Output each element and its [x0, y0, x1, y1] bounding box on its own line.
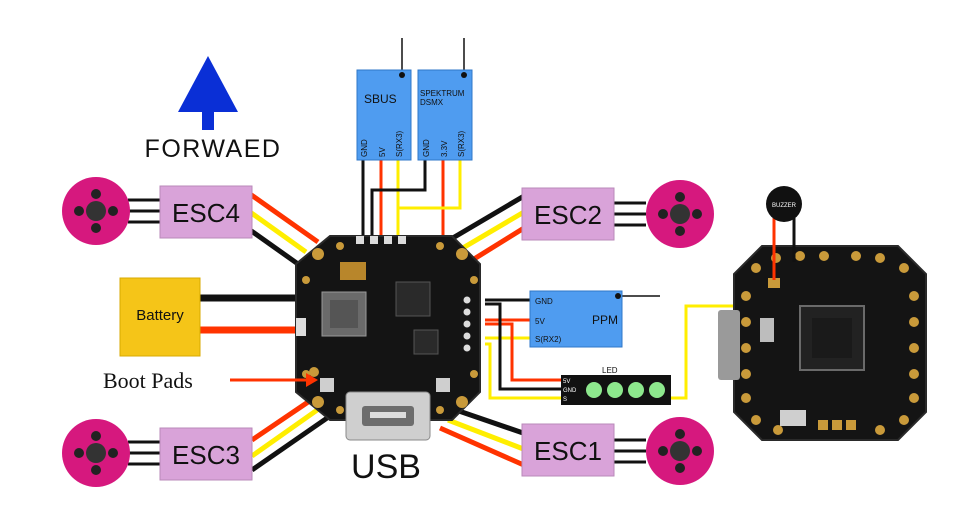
- led-dot: [649, 382, 665, 398]
- esc3: ESC3: [159, 427, 253, 481]
- esc3-label: ESC3: [172, 440, 240, 470]
- spektrum-title-line1: SPEKTRUM: [420, 89, 465, 98]
- ppm-pin-5v: 5V: [535, 317, 545, 326]
- sbus-receiver: SBUS GND 5V S(RX3): [356, 69, 412, 161]
- boot-pads-arrow-icon: [230, 373, 318, 387]
- motor-esc1-icon: [646, 417, 714, 485]
- usb-label: USB: [351, 448, 421, 486]
- flight-controller-board: [295, 235, 481, 441]
- led-label: LED: [602, 366, 618, 375]
- spektrum-pin-gnd: GND: [422, 139, 431, 157]
- motor-wires: [128, 198, 646, 466]
- battery: Battery: [119, 277, 201, 357]
- led-dot: [607, 382, 623, 398]
- ppm-pin-gnd: GND: [535, 297, 553, 306]
- led-dot: [628, 382, 644, 398]
- led-dot: [586, 382, 602, 398]
- forward-label: FORWAED: [145, 135, 282, 163]
- led-pin-gnd: GND: [563, 388, 577, 394]
- spektrum-receiver: SPEKTRUM DSMX GND 3.3V S(RX3): [417, 69, 473, 161]
- flight-controller-back-board: [718, 245, 927, 441]
- motor-esc4-icon: [62, 177, 130, 245]
- forward-arrow-icon: [178, 56, 238, 130]
- esc4: ESC4: [159, 185, 253, 239]
- buzzer-label: BUZZER: [772, 203, 797, 209]
- sbus-pin-signal: S(RX3): [395, 130, 404, 157]
- esc2-label: ESC2: [534, 200, 602, 230]
- battery-label: Battery: [136, 307, 184, 324]
- ppm-pin-signal: S(RX2): [535, 335, 562, 344]
- sbus-pin-5v: 5V: [378, 147, 387, 157]
- spektrum-pin-3v3: 3.3V: [440, 140, 449, 157]
- esc4-label: ESC4: [172, 198, 240, 228]
- battery-wires: [200, 294, 300, 334]
- esc1-label: ESC1: [534, 436, 602, 466]
- led-pin-signal: S: [563, 397, 567, 403]
- sbus-pin-gnd: GND: [360, 139, 369, 157]
- ppm-title: PPM: [592, 313, 618, 327]
- esc2: ESC2: [521, 187, 615, 241]
- buzzer: BUZZER: [766, 186, 802, 280]
- sbus-title: SBUS: [364, 92, 397, 106]
- motor-esc3-icon: [62, 419, 130, 487]
- ppm-receiver: GND 5V S(RX2) PPM: [529, 290, 623, 348]
- led-pin-5v: 5V: [563, 379, 570, 385]
- esc1: ESC1: [521, 423, 615, 477]
- esc-power-wires: [248, 191, 528, 473]
- led-strip: LED 5V GND S: [561, 366, 671, 405]
- spektrum-title-line2: DSMX: [420, 98, 444, 107]
- motor-esc2-icon: [646, 180, 714, 248]
- boot-pads-label: Boot Pads: [103, 368, 193, 393]
- usb-port-icon: [345, 391, 431, 441]
- spektrum-pin-signal: S(RX3): [457, 130, 466, 157]
- boot-pads-icon: [309, 367, 319, 377]
